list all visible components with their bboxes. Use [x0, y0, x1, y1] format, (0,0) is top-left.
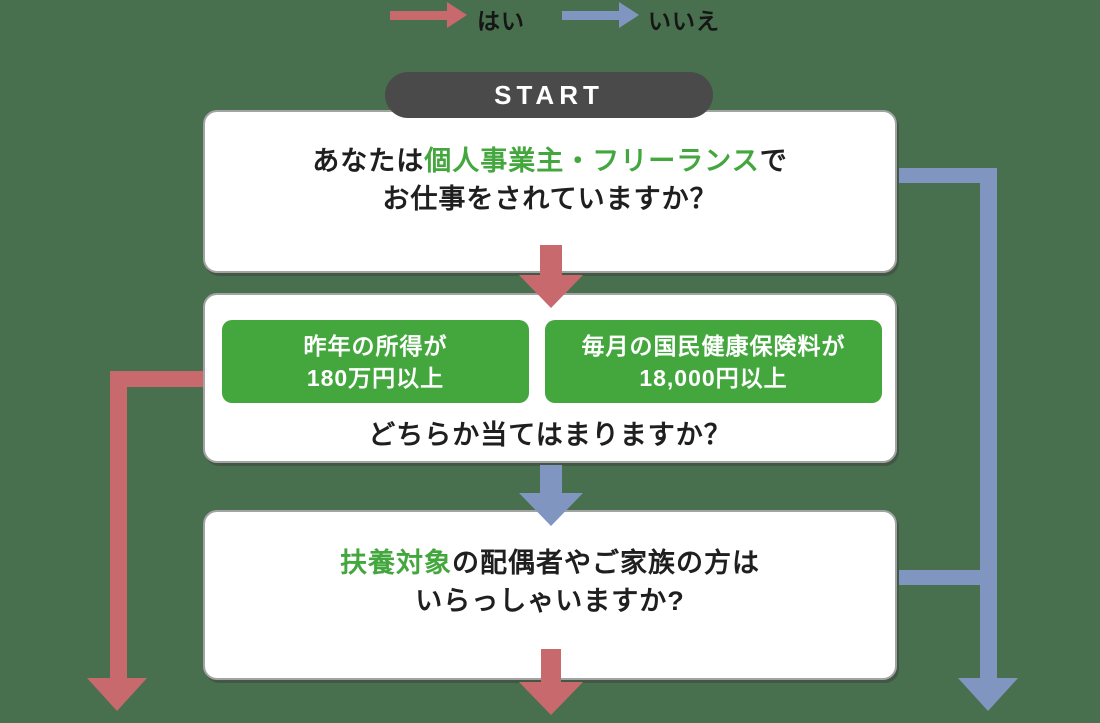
condition-premium-button: 毎月の国民健康保険料が 18,000円以上: [545, 320, 882, 403]
yes-arrowhead-icon: [447, 2, 467, 28]
question3-line1: 扶養対象の配偶者やご家族の方は: [205, 544, 895, 582]
condition-income-button: 昨年の所得が 180万円以上: [222, 320, 529, 403]
yes-arrow-icon: [390, 11, 447, 20]
question3-line2: いらっしゃいますか?: [415, 586, 685, 616]
question1-line1: あなたは個人事業主・フリーランスで: [205, 142, 895, 180]
no-arrowhead-icon: [619, 2, 639, 28]
question1-suffix: で: [759, 146, 788, 176]
arrow-head-icon: [519, 275, 583, 308]
no-arrow-icon: [562, 11, 619, 20]
condition-income-line1: 昨年の所得が: [303, 332, 448, 359]
start-badge: START: [385, 72, 713, 118]
start-label: START: [494, 79, 604, 110]
condition-premium-line2: 18,000円以上: [639, 364, 788, 391]
arrow-shaft-vertical: [980, 168, 997, 680]
arrow-shaft-horizontal: [110, 371, 205, 387]
arrow-shaft-horizontal-top: [899, 168, 997, 183]
arrow-shaft: [540, 465, 562, 493]
arrow-head-icon: [519, 682, 583, 715]
question-box-2: 昨年の所得が 180万円以上 毎月の国民健康保険料が 18,000円以上 どちら…: [203, 293, 897, 463]
question1-prefix: あなたは: [312, 146, 425, 176]
question2-text: どちらか当てはまりますか？: [368, 420, 732, 450]
question1-line2: お仕事をされていますか？: [382, 184, 718, 214]
arrow-shaft: [541, 649, 561, 682]
arrow-shaft-vertical: [110, 371, 127, 680]
arrow-head-icon: [958, 678, 1018, 711]
condition-income-line2: 180万円以上: [306, 364, 445, 391]
arrow-shaft-horizontal-branch: [899, 570, 997, 585]
legend-yes-label: はい: [477, 8, 525, 34]
arrow-head-icon: [519, 493, 583, 526]
question1-highlight: 個人事業主・フリーランス: [424, 146, 760, 176]
condition-premium-line1: 毎月の国民健康保険料が: [581, 332, 846, 359]
arrow-head-icon: [87, 678, 147, 711]
arrow-shaft: [540, 245, 562, 275]
question3-highlight: 扶養対象: [340, 548, 452, 578]
question3-rest: の配偶者やご家族の方は: [452, 548, 760, 578]
legend-no-label: いいえ: [648, 8, 720, 34]
